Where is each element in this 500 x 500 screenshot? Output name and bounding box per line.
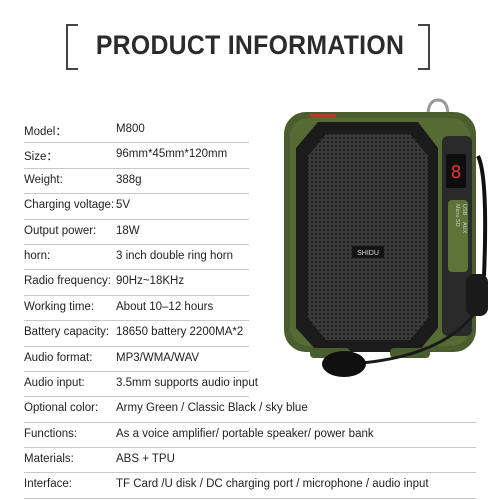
spec-label: Audio input: [24, 376, 85, 389]
row-divider [24, 167, 249, 169]
product-image: SHIDU 8 Micro SD USB AUX [270, 96, 500, 396]
display-digit: 8 [451, 162, 462, 183]
spec-value: 3.5mm supports audio input [116, 376, 258, 389]
hook [426, 98, 450, 117]
spec-value: MP3/WMA/WAV [116, 351, 200, 364]
port-labels: Micro SD [454, 204, 460, 227]
spec-row-radio-frequency: Radio frequency: 90Hz~18KHz [24, 270, 444, 296]
spec-value: ABS + TPU [116, 453, 175, 466]
row-divider [24, 243, 249, 245]
spec-row-model: Model： M800 [24, 118, 444, 144]
spec-value: 18W [116, 224, 140, 237]
row-divider [24, 396, 249, 398]
spec-label: Battery capacity: [24, 326, 110, 339]
headset-earpiece [466, 274, 488, 316]
spec-value: 96mm*45mm*120mm [116, 148, 228, 161]
row-divider [24, 447, 476, 449]
header: PRODUCT INFORMATION [0, 24, 500, 70]
mic-boom [349, 313, 476, 366]
row-divider [24, 218, 249, 220]
speaker-grille [308, 134, 428, 340]
mic-foam [322, 351, 366, 377]
spec-label: Materials: [24, 453, 74, 466]
spec-value: 3 inch double ring horn [116, 249, 233, 262]
speaker-illustration: SHIDU 8 Micro SD USB AUX [284, 98, 488, 377]
spec-row-weight: Weight: 388g [24, 169, 444, 195]
spec-row-interface: Interface: TF Card /U disk / DC charging… [24, 473, 476, 499]
spec-row-size: Size： 96mm*45mm*120mm [24, 143, 444, 169]
spec-row-audio-format: Audio format: MP3/WMA/WAV [24, 347, 444, 372]
spec-value: 388g [116, 173, 142, 186]
spec-value: About 10–12 hours [116, 300, 214, 313]
brand-label: SHIDU [357, 250, 379, 257]
spec-row-audio-input: Audio input: 3.5mm supports audio input [24, 372, 444, 398]
row-divider [24, 497, 476, 499]
spec-value: M800 [116, 123, 145, 135]
headset-band [476, 155, 488, 277]
spec-row-battery-capacity: Battery capacity: 18650 battery 2200MA*2 [24, 321, 444, 347]
spec-row-functions: Functions: As a voice amplifier/ portabl… [24, 423, 476, 449]
title-bracket-right [418, 24, 430, 70]
row-divider [24, 421, 476, 423]
spec-value: TF Card /U disk / DC charging port / mic… [116, 478, 429, 491]
row-divider [24, 294, 249, 296]
row-divider [24, 472, 476, 474]
title-bracket-left [66, 24, 78, 70]
spec-value: 5V [116, 199, 131, 212]
row-divider [24, 193, 249, 195]
spec-label: Optional color: [24, 402, 99, 415]
spec-row-working-time: Working time: About 10–12 hours [24, 296, 444, 322]
row-divider [24, 142, 249, 144]
spec-row-materials: Materials: ABS + TPU [24, 448, 476, 474]
spec-label: Working time: [24, 300, 95, 313]
spec-value: As a voice amplifier/ portable speaker/ … [116, 427, 374, 440]
port-label-usb: USB [461, 204, 467, 216]
spec-label: Audio format: [24, 351, 93, 364]
port-labels-2: USB AUX [461, 204, 467, 234]
spec-label: Functions: [24, 427, 78, 440]
led-display [446, 154, 466, 188]
spec-label: Output power: [24, 224, 97, 237]
row-divider [24, 269, 249, 271]
port-label-aux: AUX [461, 222, 467, 234]
row-divider [24, 370, 249, 372]
port-label-microsd: Micro SD [454, 204, 460, 227]
red-accent [310, 114, 336, 118]
spec-row-optional-color: Optional color: Army Green / Classic Bla… [24, 397, 476, 423]
page-title: PRODUCT INFORMATION [95, 30, 405, 60]
spec-value: Army Green / Classic Black / sky blue [116, 402, 308, 415]
spec-label: Size： [24, 151, 58, 164]
spec-label: horn: [24, 249, 51, 262]
spec-row-horn: horn: 3 inch double ring horn [24, 245, 444, 271]
spec-table: Model： M800 Size： 96mm*45mm*120mm Weight… [24, 118, 476, 499]
spec-row-output-power: Output power: 18W [24, 220, 444, 245]
spec-value: 18650 battery 2200MA*2 [116, 326, 244, 339]
spec-row-charging-voltage: Charging voltage: 5V [24, 194, 444, 220]
spec-label: Charging voltage: [24, 199, 115, 212]
port-cover [448, 200, 468, 272]
spec-label: Model： [24, 126, 67, 138]
spec-label: Weight: [24, 173, 63, 186]
spec-value: 90Hz~18KHz [116, 275, 185, 288]
row-divider [24, 320, 249, 322]
spec-label: Radio frequency: [24, 275, 111, 288]
spec-label: Interface: [24, 478, 72, 491]
brand-badge [352, 246, 384, 258]
row-divider [24, 345, 249, 347]
